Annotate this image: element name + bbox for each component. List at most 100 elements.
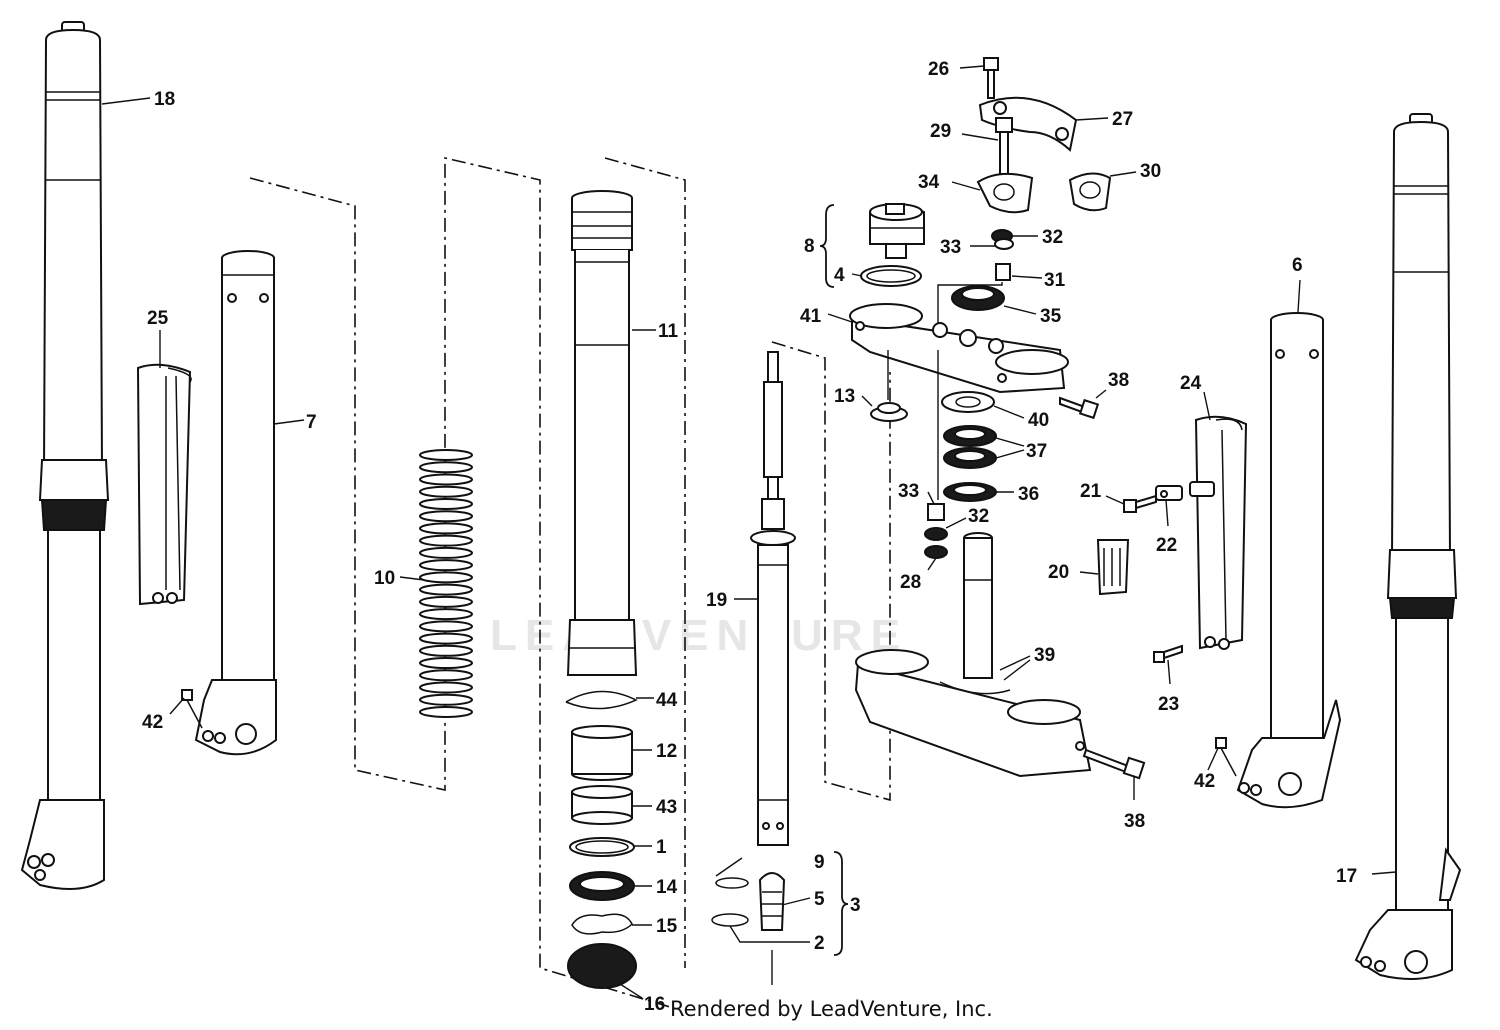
callout-18: 18 <box>154 89 175 110</box>
part-14-oil-seal <box>569 871 635 901</box>
callout-33-lower: 33 <box>898 481 919 502</box>
part-32-rubber-lower <box>924 527 948 541</box>
callout-11: 11 <box>658 321 679 342</box>
callout-labels: 18 7 25 10 11 44 12 43 1 14 15 16 19 9 5… <box>142 59 1357 1015</box>
callout-28: 28 <box>900 572 921 593</box>
spring-coil <box>419 497 473 510</box>
spring-coil <box>419 632 473 645</box>
part-33-washer-lower <box>927 503 945 521</box>
callout-9: 9 <box>814 852 825 873</box>
callout-25: 25 <box>147 308 169 329</box>
spring-coil <box>419 571 473 584</box>
part-32-rubber-upper <box>994 238 1014 250</box>
spring-coil <box>419 706 473 718</box>
spring-coil <box>419 583 473 596</box>
part-22-brake-hose-clamp <box>1155 485 1183 501</box>
spring-coil <box>419 461 473 474</box>
callout-14: 14 <box>656 877 678 898</box>
part-42-bolt-left <box>181 689 203 729</box>
part-36-seal <box>943 482 997 502</box>
part-29-bolt <box>995 117 1013 175</box>
callout-27: 27 <box>1112 109 1133 130</box>
assembly-line-damper <box>771 341 891 802</box>
callout-42-left: 42 <box>142 712 163 733</box>
spring-coil <box>419 473 473 486</box>
part-34-handlebar-clamp-lower <box>976 172 1034 214</box>
spring-coil <box>419 693 473 706</box>
brace-3 <box>833 851 849 956</box>
part-16-dust-seal <box>567 943 637 989</box>
part-43-bushing <box>571 785 633 825</box>
callout-20: 20 <box>1048 562 1069 583</box>
callout-37: 37 <box>1026 441 1047 462</box>
callout-30: 30 <box>1140 161 1161 182</box>
part-42-bolt-right <box>1215 737 1237 777</box>
assembly-line-inner-tube <box>604 157 686 968</box>
part-39-lower-triple-clamp <box>854 532 1092 778</box>
part-2-o-ring <box>711 913 749 927</box>
part-12-bushing <box>571 725 633 781</box>
footer-credit: Rendered by LeadVenture, Inc. <box>670 997 993 1021</box>
callout-36: 36 <box>1018 484 1039 505</box>
spring-coil <box>419 449 473 461</box>
callout-29: 29 <box>930 121 951 142</box>
spring-coil <box>419 657 473 670</box>
callout-16: 16 <box>644 994 665 1015</box>
callout-24: 24 <box>1180 373 1202 394</box>
callout-32-upper: 32 <box>1042 227 1063 248</box>
callout-44: 44 <box>656 690 678 711</box>
callout-43: 43 <box>656 797 677 818</box>
part-7-left-outer-tube <box>194 250 277 756</box>
part-40-washer <box>941 391 995 413</box>
part-18-left-fork-leg <box>20 21 110 890</box>
part-1-washer <box>569 837 635 857</box>
part-23-bolt <box>1153 644 1183 663</box>
part-26-bolt <box>983 57 999 99</box>
part-19-damper-cartridge <box>750 351 796 846</box>
spring-coil <box>419 546 473 559</box>
callout-12: 12 <box>656 741 677 762</box>
part-35-steering-nut <box>951 285 1005 311</box>
callout-6: 6 <box>1292 255 1303 276</box>
callout-4: 4 <box>834 265 845 286</box>
callout-26: 26 <box>928 59 949 80</box>
callout-38-lower: 38 <box>1124 811 1145 832</box>
callout-31: 31 <box>1044 270 1066 291</box>
part-17-right-fork-leg <box>1354 113 1462 980</box>
spring-coil <box>419 559 473 572</box>
callout-38-upper: 38 <box>1108 370 1129 391</box>
callout-8: 8 <box>804 236 815 257</box>
part-4-o-ring <box>860 265 922 287</box>
spring-coil <box>419 522 473 535</box>
part-38-bolt-upper <box>1059 396 1100 420</box>
part-28-nut <box>924 545 948 559</box>
spring-coil <box>419 510 473 523</box>
callout-2: 2 <box>814 933 825 954</box>
spring-coil <box>419 669 473 682</box>
part-30-handlebar-clamp-lower <box>1068 172 1112 212</box>
part-9-o-ring <box>715 857 749 889</box>
part-44-circlip <box>565 690 638 710</box>
callout-1: 1 <box>656 837 667 858</box>
callout-39: 39 <box>1034 645 1055 666</box>
part-38-bolt-lower <box>1082 748 1146 780</box>
callout-21: 21 <box>1080 481 1102 502</box>
callout-10: 10 <box>374 568 395 589</box>
callout-42-right: 42 <box>1194 771 1215 792</box>
spring-coil <box>419 595 473 608</box>
spring-coil <box>419 485 473 498</box>
part-13-plug <box>870 402 908 422</box>
callout-32-lower: 32 <box>968 506 989 527</box>
part-27-handlebar-clamp-upper <box>978 96 1078 152</box>
part-10-fork-spring <box>419 449 473 718</box>
callout-23: 23 <box>1158 694 1179 715</box>
part-25-left-fork-guard <box>136 363 192 606</box>
part-5-base-valve <box>758 872 786 931</box>
brace-8 <box>819 204 835 288</box>
spring-coil <box>419 608 473 621</box>
spring-coil <box>419 534 473 547</box>
part-21-bolt <box>1123 494 1157 513</box>
part-20-reflector <box>1096 539 1130 596</box>
leader-lines <box>101 65 1397 999</box>
part-41-upper-triple-clamp <box>849 303 1069 394</box>
